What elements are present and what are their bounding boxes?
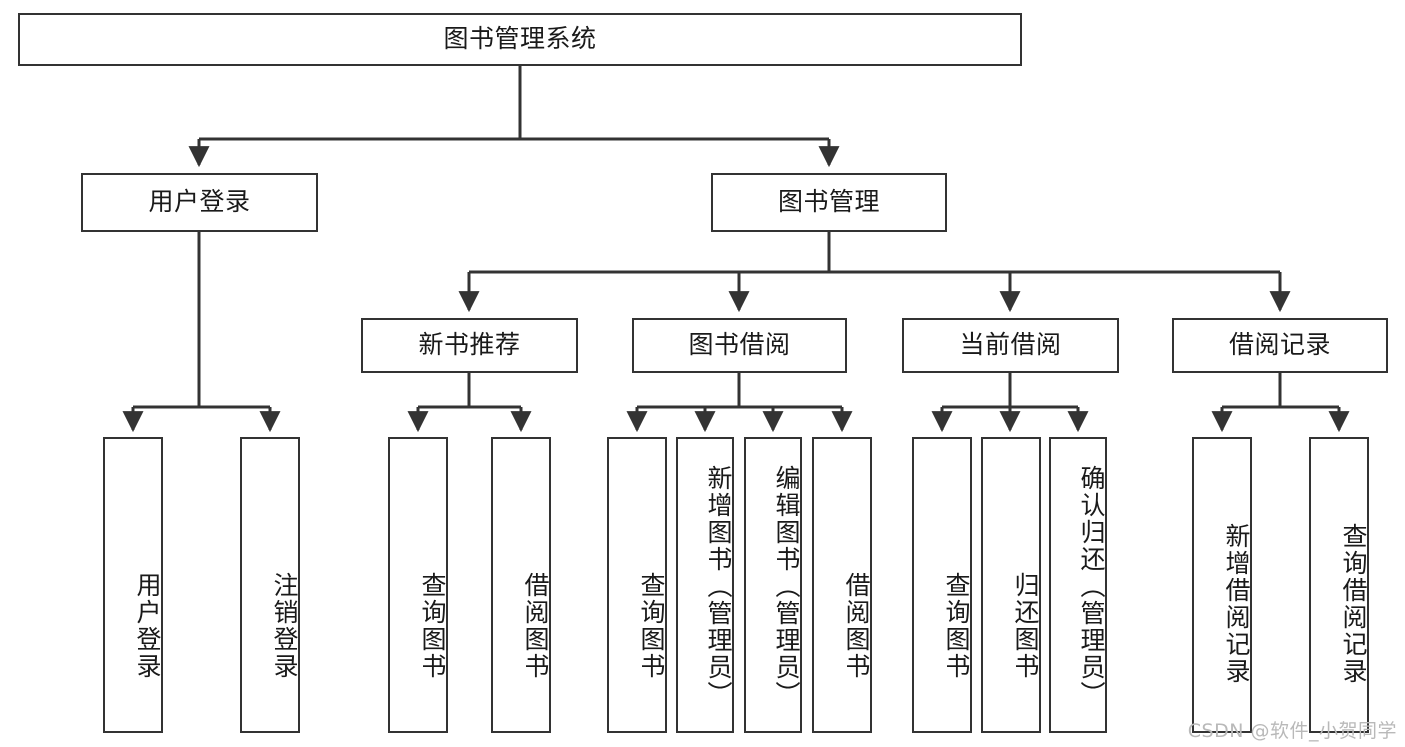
node-user-login[interactable]: 用户登录 [81,173,318,232]
node-leaf-borrow-book-1[interactable]: 借阅图书 [491,437,551,733]
node-leaf-query-book-2[interactable]: 查询图书 [607,437,667,733]
node-new-book-recommend[interactable]: 新书推荐 [361,318,578,373]
node-book-borrow[interactable]: 图书借阅 [632,318,847,373]
node-leaf-query-book-1[interactable]: 查询图书 [388,437,448,733]
node-leaf-add-book[interactable]: 新增图书（管理员） [676,437,734,733]
watermark-label: CSDN @软件_小贺同学 [1187,720,1397,742]
node-leaf-return-book[interactable]: 归还图书 [981,437,1041,733]
node-leaf-user-login[interactable]: 用户登录 [103,437,163,733]
node-leaf-query-book-3[interactable]: 查询图书 [912,437,972,733]
node-leaf-logout[interactable]: 注销登录 [240,437,300,733]
node-leaf-add-record[interactable]: 新增借阅记录 [1192,437,1252,733]
node-current-borrow[interactable]: 当前借阅 [902,318,1119,373]
node-leaf-query-record[interactable]: 查询借阅记录 [1309,437,1369,733]
node-root[interactable]: 图书管理系统 [18,13,1022,66]
node-borrow-record[interactable]: 借阅记录 [1172,318,1388,373]
node-leaf-edit-book[interactable]: 编辑图书（管理员） [744,437,802,733]
node-book-manage[interactable]: 图书管理 [711,173,947,232]
node-leaf-confirm-return[interactable]: 确认归还（管理员） [1049,437,1107,733]
node-leaf-borrow-book-2[interactable]: 借阅图书 [812,437,872,733]
